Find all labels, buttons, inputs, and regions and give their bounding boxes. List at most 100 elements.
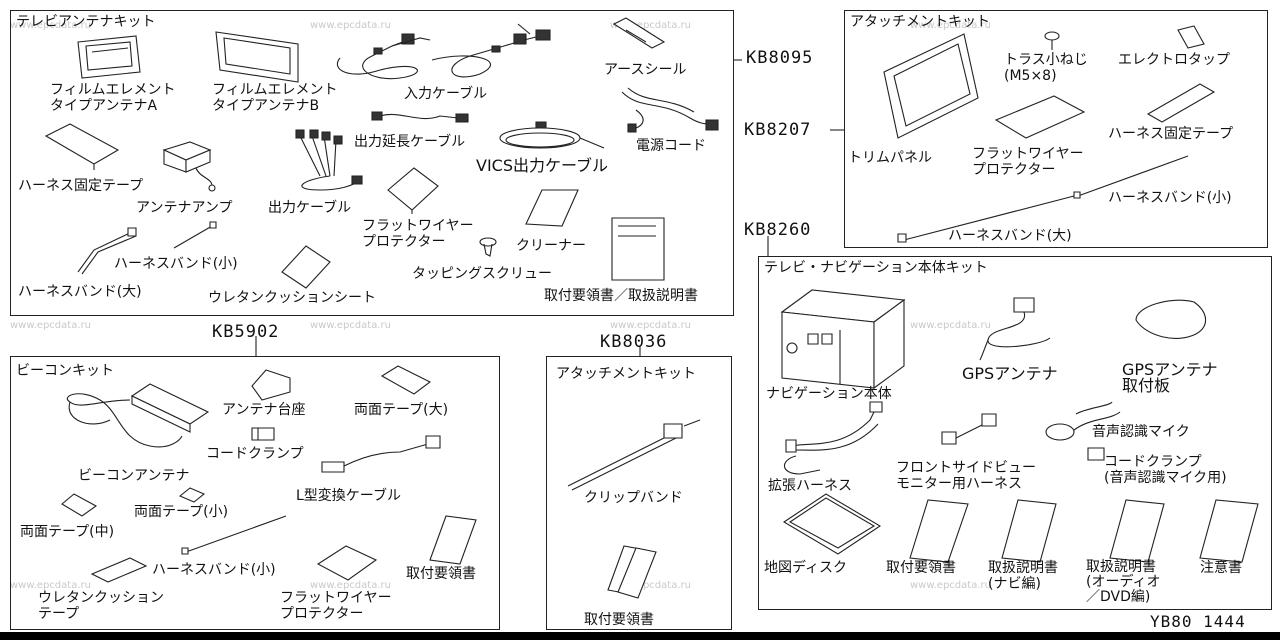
label-band-small: ハーネスバンド(小) [114,256,238,272]
urethane-tape-drawing [92,558,146,582]
label-tape-small: 両面テープ(小) [134,504,229,520]
label-voice-mic: 音声認識マイク [1092,424,1190,440]
label-tape-medium: 両面テープ(中) [20,524,115,540]
ext-harness-drawing [784,402,882,474]
attachment-mid-kit-box [546,356,732,630]
watermark-text: www.epcdata.ru [610,580,691,591]
l-cable-drawing [322,436,440,472]
label-urethane-sheet: ウレタンクッションシート [208,290,376,306]
label-nav-guide: 取扱説明書 (ナビ編) [988,560,1058,592]
trim-panel-drawing [884,34,978,138]
watermark-text: www.epcdata.ru [310,20,391,31]
tapping-screw-drawing [480,238,496,256]
label-manual-beacon: 取付要領書 [406,566,476,582]
attachment-top-kit-title: アタッチメントキット [850,14,990,30]
label-band-small-beacon: ハーネスバンド(小) [152,562,276,578]
front-harness-drawing [942,414,996,444]
label-antenna-base: アンテナ台座 [222,402,306,418]
label-flat-wire: フラットワイヤー プロテクター [362,218,474,250]
tv-nav-kit-title: テレビ・ナビゲーション本体キット [764,260,988,276]
manual-drawing [612,218,664,280]
voice-mic-drawing [1046,402,1120,440]
tv-nav-kit-box [758,256,1272,610]
label-front-harness: フロントサイドビュー モニター用ハーネス [896,460,1036,492]
output-cable-drawing [296,130,362,190]
antenna-amp-drawing [164,142,215,191]
harness-tape-drawing [46,124,118,170]
label-l-cable: L型変換ケーブル [296,488,401,504]
film-element-b-drawing [216,32,298,82]
label-band-large-top: ハーネスバンド(大) [948,228,1072,244]
harness-band-top-drawing [898,156,1188,242]
label-band-small-top: ハーネスバンド(小) [1108,190,1232,206]
label-film-element-a: フィルムエレメント タイプアンテナA [50,82,176,114]
tv-antenna-kit-title: テレビアンテナキット [16,14,156,30]
kit-code-kb5902: KB5902 [212,322,280,342]
beacon-antenna-drawing [67,384,208,447]
attachment-mid-kit-title: アタッチメントキット [556,366,696,382]
watermark-text: www.epcdata.ru [310,580,391,591]
label-truss-screw: トラス小ねじ (M5×8) [1004,52,1088,84]
label-gps-antenna: GPSアンテナ [962,364,1058,383]
kit-code-kb8036: KB8036 [600,332,668,352]
gps-plate-drawing [1136,300,1206,338]
tape-large-drawing [382,366,430,394]
label-flat-wire-beacon: フラットワイヤー プロテクター [280,590,392,622]
watermark-text: www.epcdata.ru [610,20,691,31]
watermark-text: www.epcdata.ru [10,320,91,331]
label-manual: 取付要領書／取扱説明書 [544,288,698,304]
tape-small-drawing [180,488,204,502]
label-band-large: ハーネスバンド(大) [18,284,142,300]
cord-clamp-drawing [252,428,274,440]
input-cable-drawing [337,24,550,79]
label-gps-plate: GPSアンテナ 取付板 [1122,360,1218,395]
label-antenna-amp: アンテナアンプ [136,200,233,216]
electro-tap-drawing [1178,26,1204,48]
label-caution: 注意書 [1200,560,1242,576]
harness-band-small-drawing [174,222,216,248]
label-map-disc: 地図ディスク [764,560,848,576]
watermark-text: www.epcdata.ru [610,320,691,331]
tv-antenna-kit-box [10,10,734,316]
watermark-text: www.epcdata.ru [910,20,991,31]
caution-drawing [1200,500,1258,562]
label-tape-large: 両面テープ(大) [354,402,449,418]
urethane-sheet-drawing [282,246,330,288]
beacon-kit-title: ビーコンキット [16,363,114,379]
label-clip-band: クリップバンド [584,490,683,506]
label-ext-harness: 拡張ハーネス [768,478,852,494]
label-electro-tap: エレクトロタップ [1118,52,1230,68]
nav-unit-drawing [782,290,904,388]
flat-wire-top-drawing [996,96,1084,138]
antenna-base-drawing [252,370,290,400]
label-power-cord: 電源コード [636,138,706,154]
harness-band-large-drawing [78,228,136,274]
output-extension-cable-drawing [372,112,468,122]
label-earth-seal: アースシール [604,62,687,78]
label-harness-tape: ハーネス固定テープ [18,178,144,194]
label-vics-cable: VICS出力ケーブル [476,156,609,175]
footer-diagram-code: YB80 1444 [1150,612,1246,631]
kit-code-kb8095: KB8095 [746,48,814,68]
label-manual-mid: 取付要領書 [584,612,654,628]
watermark-text: www.epcdata.ru [10,580,91,591]
watermark-text: www.epcdata.ru [10,20,91,31]
manual-beacon-drawing [430,516,476,564]
label-output-cable: 出力ケーブル [268,200,352,216]
gps-antenna-drawing [980,298,1050,360]
label-film-element-b: フィルムエレメント タイプアンテナB [212,82,338,114]
kit-code-kb8207: KB8207 [744,120,812,140]
label-beacon-antenna: ビーコンアンテナ [78,468,190,484]
label-cord-clamp-nav: コードクランプ (音声認識マイク用) [1104,454,1227,486]
watermark-text: www.epcdata.ru [910,320,991,331]
film-element-a-drawing [78,36,140,78]
label-tapping-screw: タッピングスクリュー [412,266,552,282]
nav-guide-drawing [1002,500,1056,562]
label-cord-clamp: コードクランプ [206,446,304,462]
truss-screw-drawing [1045,32,1059,50]
watermark-text: www.epcdata.ru [910,580,991,591]
label-harness-tape-top: ハーネス固定テープ [1108,126,1234,142]
cord-clamp-nav-drawing [1088,448,1104,460]
vics-cable-drawing [500,122,604,148]
